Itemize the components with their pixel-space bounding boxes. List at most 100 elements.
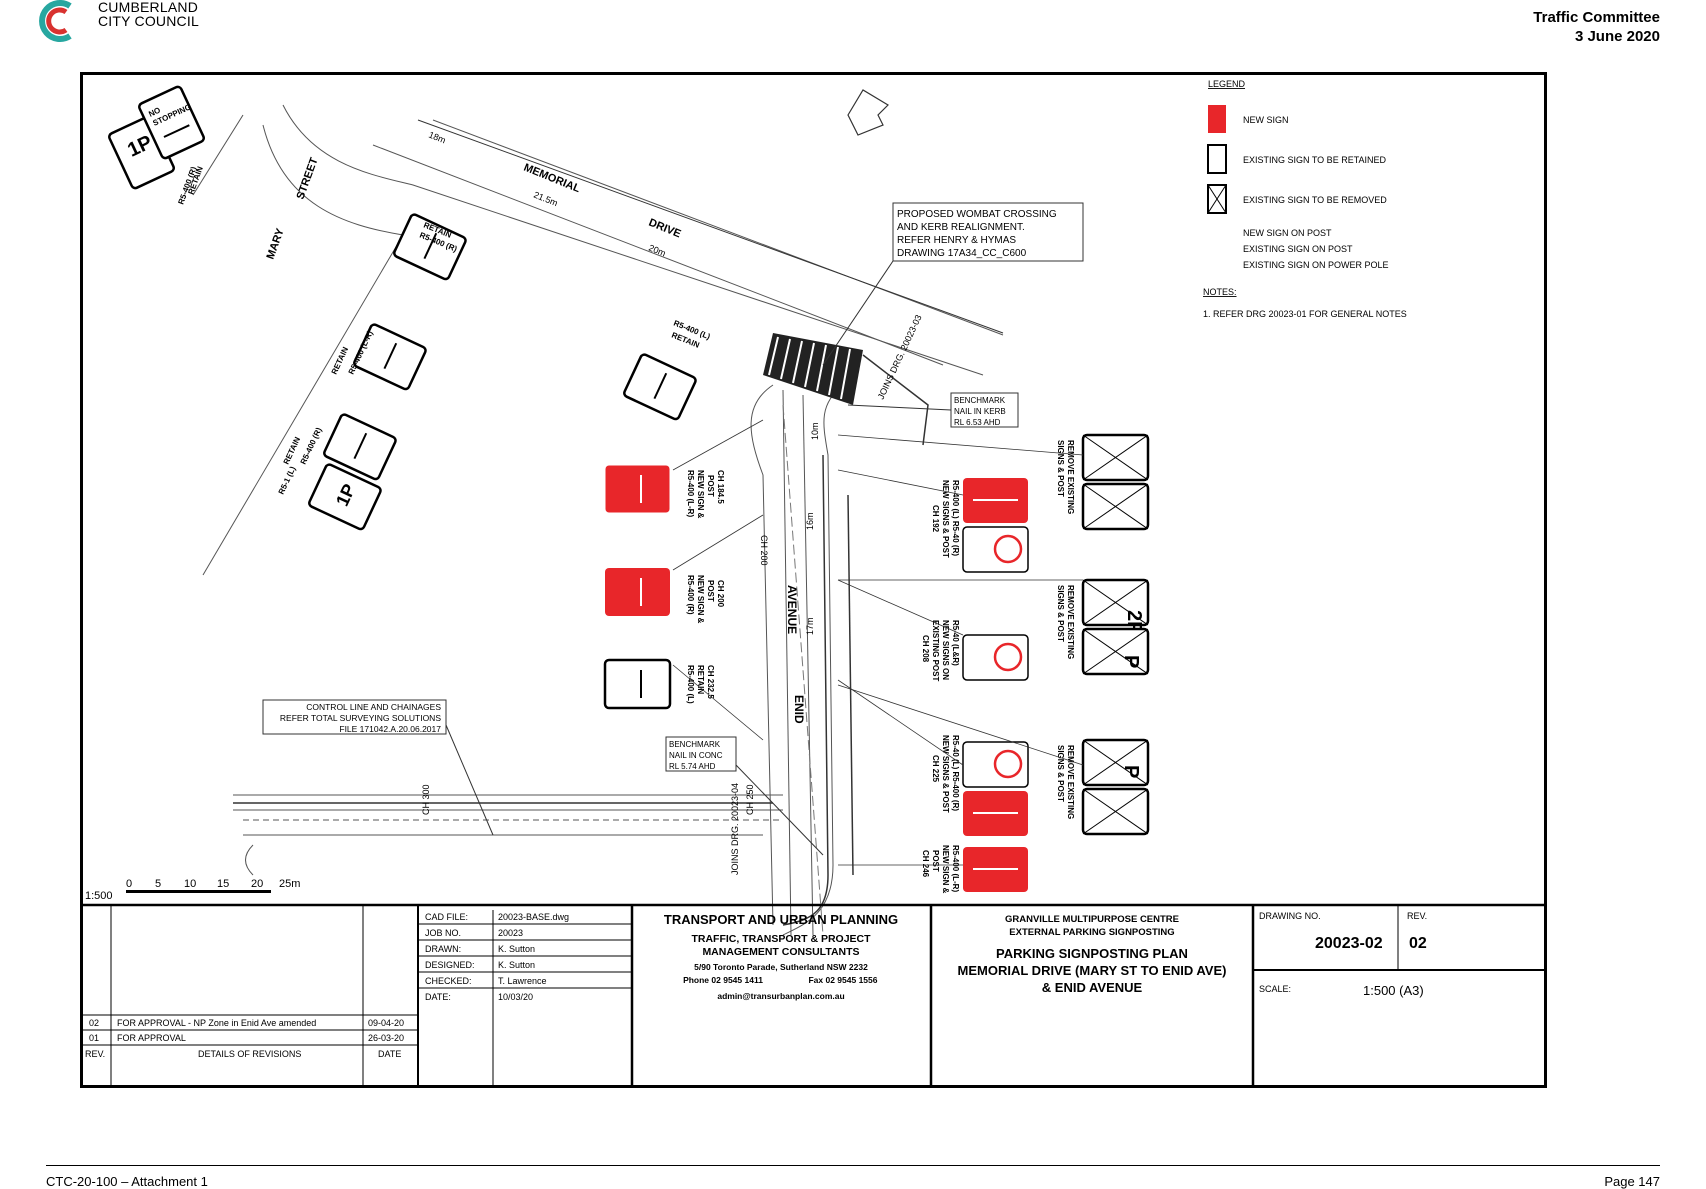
scale-field-value: 1:500 (A3) <box>1363 983 1424 998</box>
project-line2: EXTERNAL PARKING SIGNPOSTING <box>1009 927 1174 938</box>
note-e4-b: NEW SIGN & <box>941 845 950 894</box>
callout-wombat-line4: DRAWING 17A34_CC_C600 <box>897 248 1027 259</box>
sign-new-w1 <box>604 464 671 514</box>
rev-header-date: DATE <box>378 1049 401 1059</box>
rev-02-date: 09-04-20 <box>368 1018 404 1028</box>
site-plan: MARY STREET MEMORIAL DRIVE ENID AVENUE 1… <box>83 79 1544 1085</box>
note-w2-d: CH 200 <box>716 580 725 608</box>
street-name-mary: MARY <box>265 226 287 261</box>
company-block: TRANSPORT AND URBAN PLANNING TRAFFIC, TR… <box>664 912 898 1001</box>
note-w3-a: R5-400 (L) <box>686 665 695 704</box>
north-arrow <box>847 89 889 136</box>
rem3-b: SIGNS & POST <box>1056 745 1065 802</box>
road-edges <box>233 354 929 926</box>
legend-new-sign-swatch <box>1208 105 1226 133</box>
scale-tick-0: 0 <box>126 878 132 890</box>
sign-new-e1b <box>962 526 1029 573</box>
dim-21-5m: 21.5m <box>532 190 559 209</box>
remove-signs-group-1: REMOVE EXISTING SIGNS & POST <box>1056 433 1150 531</box>
council-name-line2: CITY COUNCIL <box>98 13 199 29</box>
control-line1: CONTROL LINE AND CHAINAGES <box>306 702 441 712</box>
rev-02-details: FOR APPROVAL - NP Zone in Enid Ave amend… <box>117 1018 316 1028</box>
rem2-a: REMOVE EXISTING <box>1066 585 1075 659</box>
company-name: TRANSPORT AND URBAN PLANNING <box>664 912 898 927</box>
note-e2-a: R5-40 (L&R) <box>951 620 960 666</box>
field-cad-value: 20023-BASE.dwg <box>498 912 569 922</box>
council-name-line1: CUMBERLAND <box>98 0 199 15</box>
council-logo <box>39 0 72 42</box>
notes-east: R5-400 (L) R5-40 (R) NEW SIGNS & POST CH… <box>921 480 960 894</box>
bm2-line2: NAIL IN CONC <box>669 751 723 760</box>
note-w1-b: NEW SIGN & <box>696 470 705 519</box>
callout-wombat-line2: AND KERB REALIGNMENT. <box>897 222 1025 233</box>
ch-250: CH 250 <box>745 784 755 815</box>
scale-tick-25: 25m <box>279 878 300 890</box>
dim-16m: 16m <box>805 512 815 530</box>
note-e2-c: EXISTING POST <box>931 620 940 681</box>
sign-new-e3b <box>963 791 1028 836</box>
project-block: GRANVILLE MULTIPURPOSE CENTRE EXTERNAL P… <box>958 914 1227 995</box>
legend-title: LEGEND <box>1208 79 1246 89</box>
field-date-value: 10/03/20 <box>498 992 533 1002</box>
scale-tick-5: 5 <box>155 878 161 890</box>
rev-01-num: 01 <box>89 1033 99 1043</box>
callout-wombat: PROPOSED WOMBAT CROSSING AND KERB REALIG… <box>822 202 1084 366</box>
note-e2-b: NEW SIGNS ON <box>941 620 950 680</box>
committee-date: 3 June 2020 <box>1574 28 1660 45</box>
note-w1-c: POST <box>706 475 715 497</box>
note-e3-b: NEW SIGNS & POST <box>941 735 950 813</box>
drawing-number-block: DRAWING NO. 20023-02 REV. 02 SCALE: 1:50… <box>1259 911 1427 998</box>
company-fax: Fax 02 9545 1556 <box>808 975 877 985</box>
ch-300: CH 300 <box>421 784 431 815</box>
dim-18m: 18m <box>427 130 447 146</box>
note-w2-b: NEW SIGN & <box>696 575 705 624</box>
field-designed-value: K. Sutton <box>498 960 535 970</box>
sign-new-e2 <box>962 634 1029 681</box>
notes-west: R5-400 (L-R) NEW SIGN & POST CH 184.5 R5… <box>686 470 725 704</box>
field-cad-label: CAD FILE: <box>425 912 468 922</box>
street-name-street: STREET <box>295 156 321 201</box>
dim-10m: 10m <box>810 422 820 440</box>
project-title3: & ENID AVENUE <box>1042 980 1143 995</box>
drawing-no-value: 20023-02 <box>1315 935 1383 952</box>
leader-lines <box>672 419 1084 866</box>
scale-label: 1:500 <box>85 890 113 902</box>
sign-existing-mary-3 <box>393 213 467 281</box>
rev-label: REV. <box>1407 911 1427 921</box>
note-e1-c: CH 192 <box>931 505 940 533</box>
callout-wombat-line1: PROPOSED WOMBAT CROSSING <box>897 209 1057 220</box>
note-e4-d: CH 246 <box>921 850 930 878</box>
project-title1: PARKING SIGNPOSTING PLAN <box>996 946 1188 961</box>
joins-drg-03: JOINS DRG. 20023-03 <box>876 313 924 401</box>
field-checked-label: CHECKED: <box>425 976 472 986</box>
bm1-line2: NAIL IN KERB <box>954 407 1006 416</box>
note-e2-d: CH 208 <box>921 635 930 663</box>
note-w1-a: R5-400 (L-R) <box>686 470 695 517</box>
rem3-a: REMOVE EXISTING <box>1066 745 1075 819</box>
bm1-line1: BENCHMARK <box>954 396 1006 405</box>
legend-item-power-pole: EXISTING SIGN ON POWER POLE <box>1243 260 1389 270</box>
field-job-value: 20023 <box>498 928 523 938</box>
title-block <box>83 903 1544 1085</box>
note-e3-c: CH 225 <box>931 755 940 783</box>
bm2-line3: RL 5.74 AHD <box>669 762 716 771</box>
scale-bar: 1:500 0 5 10 15 20 25m <box>85 878 300 902</box>
notes-title: NOTES: <box>1203 287 1237 297</box>
field-designed-label: DESIGNED: <box>425 960 475 970</box>
callout-benchmark-2: BENCHMARK NAIL IN CONC RL 5.74 AHD <box>665 736 824 856</box>
dim-20m: 20m <box>647 243 667 259</box>
legend-item-new-sign: NEW SIGN <box>1243 115 1289 125</box>
legend-item-retained: EXISTING SIGN TO BE RETAINED <box>1243 155 1387 165</box>
rev-01-date: 26-03-20 <box>368 1033 404 1043</box>
sign-existing-mary-5 <box>323 413 397 481</box>
sign-existing-mary-2: NO STOPPING <box>138 85 205 160</box>
legend-item-removed: EXISTING SIGN TO BE REMOVED <box>1243 195 1387 205</box>
rem1-a: REMOVE EXISTING <box>1066 440 1075 514</box>
drawing-no-label: DRAWING NO. <box>1259 911 1321 921</box>
scale-tick-20: 20 <box>251 878 263 890</box>
note-w3-c: CH 232.5 <box>706 665 715 699</box>
sign-new-w2 <box>605 568 670 616</box>
field-drawn-value: K. Sutton <box>498 944 535 954</box>
note-w2-a: R5-400 (R) <box>686 575 695 615</box>
drawing-sheet: MARY STREET MEMORIAL DRIVE ENID AVENUE 1… <box>80 72 1547 1088</box>
